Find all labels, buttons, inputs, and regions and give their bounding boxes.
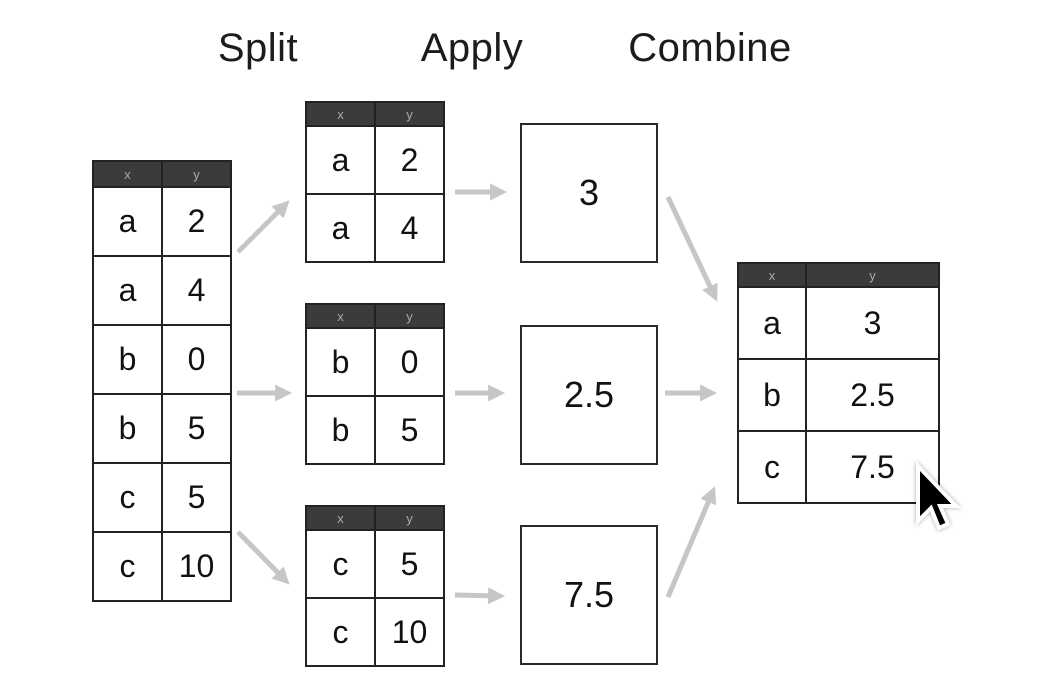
apply-result-box-a: 3 (520, 123, 658, 263)
table-cell: c (739, 432, 805, 502)
column-header-y: y (163, 162, 230, 186)
arrow-combine-c (665, 486, 717, 598)
table-cell: a (94, 188, 161, 255)
column-header-y: y (376, 103, 443, 125)
table-cell: c (307, 531, 374, 597)
table-cell: b (307, 397, 374, 463)
table-cell: c (94, 533, 161, 600)
table-cell: 4 (376, 195, 443, 261)
apply-result-box-c: 7.5 (520, 525, 658, 665)
column-header-y: y (807, 264, 938, 286)
table-cell: 2.5 (807, 360, 938, 430)
arrow-split-a (236, 200, 290, 254)
table-cell: c (307, 599, 374, 665)
table-cell: 5 (163, 464, 230, 531)
table-cell: 0 (163, 326, 230, 393)
column-header-x: x (307, 103, 374, 125)
column-header-y: y (376, 305, 443, 327)
apply-result-value: 2.5 (563, 374, 615, 415)
table-cell: c (94, 464, 161, 531)
apply-result-value: 7.5 (563, 574, 615, 615)
table-cell: a (739, 288, 805, 358)
table-cell: 5 (163, 395, 230, 462)
table-cell: b (307, 329, 374, 395)
table-cell: 4 (163, 257, 230, 324)
table-cell: a (94, 257, 161, 324)
apply-result-value: 3 (578, 172, 600, 213)
table-cell: 2 (376, 127, 443, 193)
column-header-x: x (94, 162, 161, 186)
table-cell: b (739, 360, 805, 430)
table-cell: 5 (376, 531, 443, 597)
column-header-y: y (376, 507, 443, 529)
split-table-c: x y c 5 c 10 (305, 505, 445, 667)
table-cell: 0 (376, 329, 443, 395)
stage-label-apply: Apply (420, 26, 524, 70)
split-table-a: x y a 2 a 4 (305, 101, 445, 263)
source-table: x y a 2 a 4 b 0 b 5 c 5 c 10 (92, 160, 232, 602)
table-cell: 10 (376, 599, 443, 665)
table-cell: 7.5 (807, 432, 938, 502)
table-cell: b (94, 395, 161, 462)
stage-label-combine: Combine (628, 26, 792, 70)
table-cell: a (307, 127, 374, 193)
apply-result-box-b: 2.5 (520, 325, 658, 465)
table-cell: 10 (163, 533, 230, 600)
stage-label-split: Split (217, 26, 299, 70)
table-cell: b (94, 326, 161, 393)
table-cell: 5 (376, 397, 443, 463)
table-cell: a (307, 195, 374, 261)
split-table-b: x y b 0 b 5 (305, 303, 445, 465)
table-cell: 2 (163, 188, 230, 255)
column-header-x: x (739, 264, 805, 286)
column-header-x: x (307, 507, 374, 529)
arrow-combine-a (665, 195, 718, 302)
arrow-apply-c (454, 587, 506, 605)
column-header-x: x (307, 305, 374, 327)
combined-table: x y a 3 b 2.5 c 7.5 (737, 262, 940, 504)
arrow-split-c (236, 530, 290, 585)
table-cell: 3 (807, 288, 938, 358)
